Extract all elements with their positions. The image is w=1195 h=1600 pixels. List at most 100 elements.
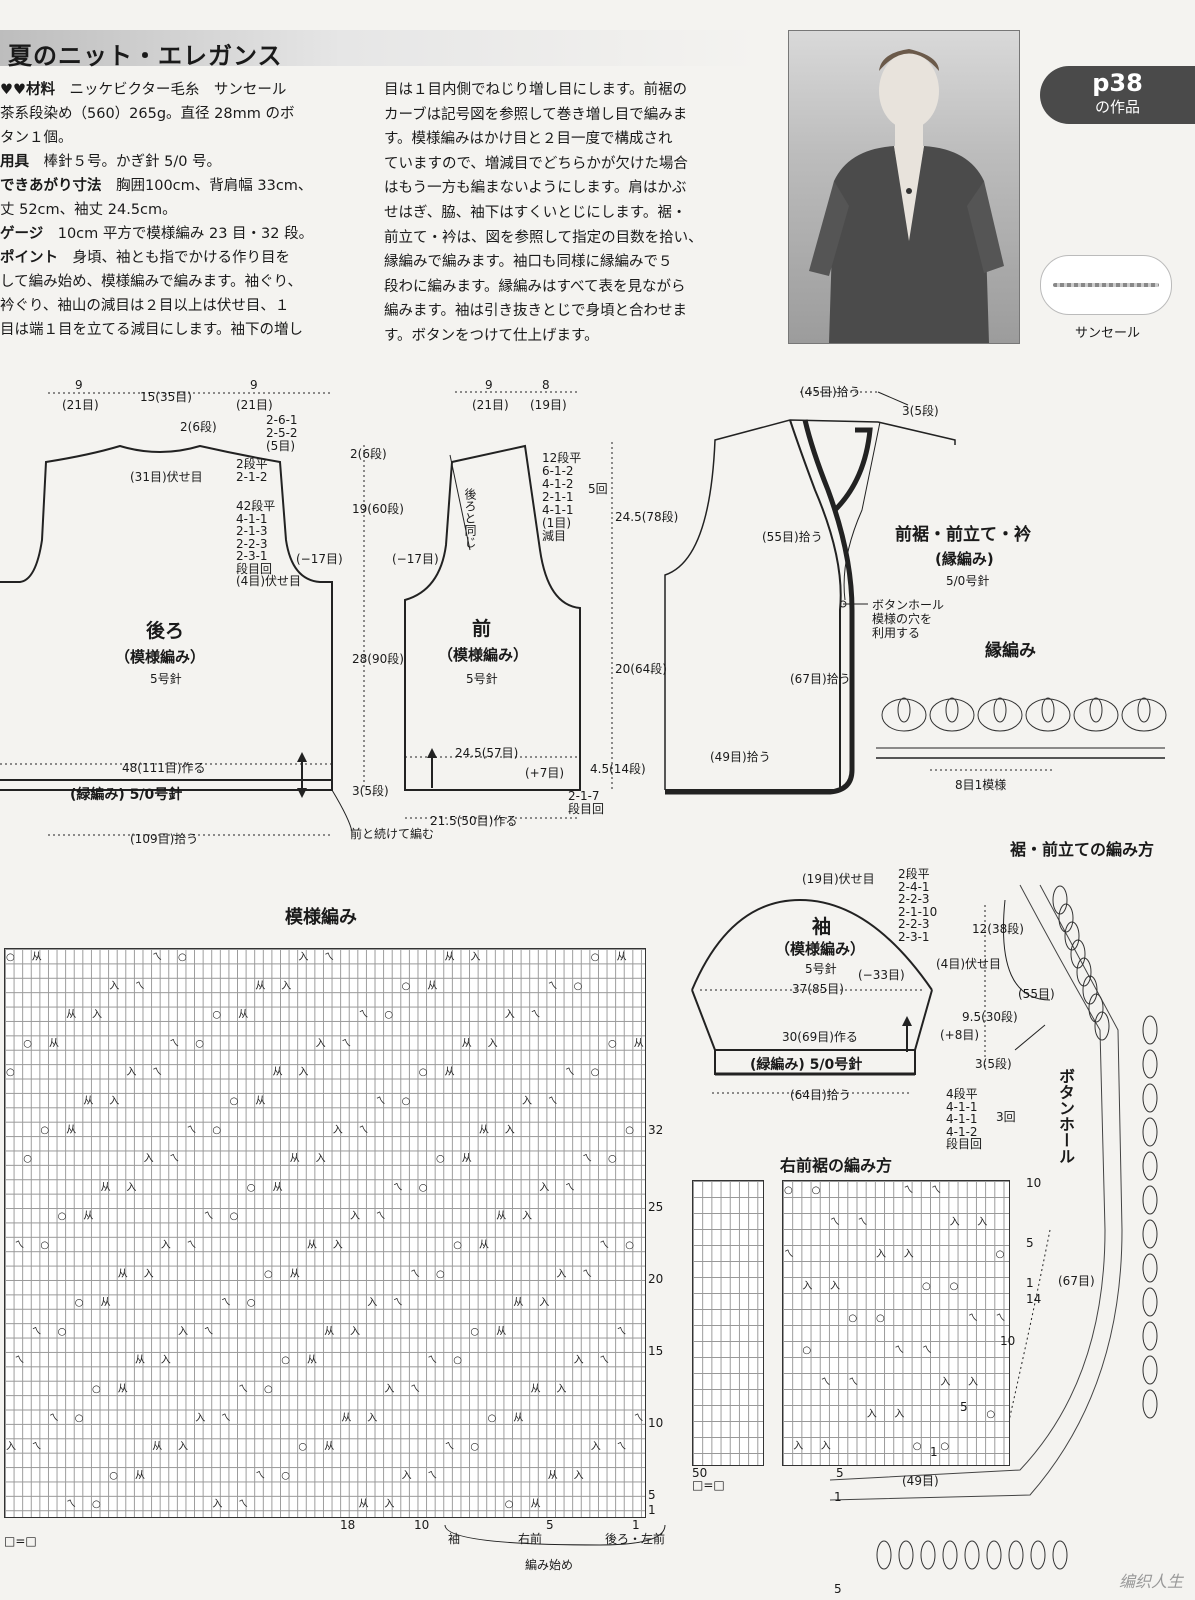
band-leaf: [1076, 957, 1092, 987]
page-number-sub: の作品: [1094, 98, 1140, 116]
band-leaf: [1052, 1540, 1068, 1570]
instruction-line: カーブは記号図を参照して巻き増し目で編みま: [384, 106, 688, 123]
pattern-symbol: 从: [513, 1413, 523, 1424]
pattern-symbol: 入: [522, 1096, 532, 1107]
pattern-symbol: ○: [281, 1470, 290, 1481]
instruction-line: す。ボタンをつけて仕上げます。: [384, 327, 599, 344]
pattern-symbols: ○从ㄟ○入ㄟ从入○从入ㄟ从入○从ㄟ○从入○从ㄟ○入ㄟ○从ㄟ○入ㄟ从入○从○入ㄟ从…: [6, 952, 644, 1510]
pattern-col-1: 1: [632, 1518, 640, 1532]
instruction-line: ていますので、増減目でどちらかが欠けた場合: [384, 155, 688, 172]
back-top-dim-1: 9: [75, 378, 83, 392]
sleeve-edge: (緑編み) 5/0号針: [750, 1057, 863, 1073]
pattern-symbol: 从: [238, 1010, 248, 1021]
sleeve-v1: 12(38段): [972, 922, 1024, 936]
pattern-symbol: ㄟ: [410, 1269, 420, 1280]
pattern-symbol: ㄟ: [599, 1355, 609, 1366]
edging-loop: [977, 698, 1023, 732]
pattern-symbol: 从: [32, 952, 42, 963]
pattern-symbol: ○: [195, 1038, 204, 1049]
pattern-symbol: ○: [625, 1125, 634, 1136]
pattern-symbol: 从: [152, 1442, 162, 1453]
pattern-symbol: 从: [324, 1326, 334, 1337]
pattern-symbol: 从: [273, 1067, 283, 1078]
band-leaf: [942, 1540, 958, 1570]
rightfront-symbol: ○: [784, 1185, 793, 1196]
instruction-line: 目は１目内側でねじり増し目にします。前裾の: [384, 82, 688, 98]
pattern-symbol: 从: [462, 1154, 472, 1165]
materials-key: 用具: [0, 154, 29, 170]
band-buttonhole: ボタンホール: [1056, 1068, 1075, 1164]
pattern-symbol: 入: [109, 981, 119, 992]
pattern-symbol: ○: [488, 1413, 497, 1424]
pattern-symbol: 从: [118, 1269, 128, 1280]
pattern-symbol: 从: [49, 1038, 59, 1049]
rf-mark-1: 1: [1026, 1276, 1034, 1290]
pattern-symbol: ○: [40, 1240, 49, 1251]
pattern-symbol: ○: [625, 1240, 634, 1251]
band-leaf: [876, 1540, 892, 1570]
materials-line: ゲージ 10cm 平方で模様編み 23 目・32 段。: [0, 222, 378, 246]
pattern-symbol: ㄟ: [582, 1154, 592, 1165]
front-title: 前: [472, 618, 492, 640]
pattern-symbol: 入: [161, 1240, 171, 1251]
sleeve-rep: 3回: [996, 1110, 1016, 1124]
pattern-symbol: ○: [453, 1240, 462, 1251]
pattern-symbol: 入: [470, 952, 480, 963]
pattern-symbol: 从: [531, 1499, 541, 1510]
pattern-symbol: 从: [531, 1384, 541, 1395]
back-edge: (緑編み) 5/0号針: [70, 787, 183, 803]
band-leaf: [1142, 1151, 1158, 1181]
edging-loop: [1025, 698, 1071, 732]
pattern-symbol: ㄟ: [221, 1298, 231, 1309]
pattern-symbol: 从: [496, 1211, 506, 1222]
front-same: 後ろと同じ: [463, 488, 477, 548]
pattern-row-32: 32: [648, 1123, 664, 1137]
instruction-line: せはぎ、脇、袖下はすくいとじにします。裾・: [384, 204, 687, 221]
front-needle: 5号針: [466, 672, 498, 686]
pattern-symbol: ○: [402, 1096, 411, 1107]
pattern-row-15: 15: [648, 1344, 664, 1358]
pattern-symbol: 从: [255, 1096, 265, 1107]
rightfront-symbol: 入: [793, 1441, 803, 1452]
rf-mark-10b: 10: [1000, 1334, 1016, 1348]
edging-loop: [1121, 698, 1167, 732]
pattern-symbol: ㄟ: [238, 1499, 248, 1510]
pattern-symbol: 入: [281, 981, 291, 992]
pattern-symbol: ㄟ: [617, 1442, 627, 1453]
instructions-text: 目は１目内側でねじり増し目にします。前裾のカーブは記号図を参照して巻き増し目で編…: [384, 78, 762, 349]
pattern-chart: ○从ㄟ○入ㄟ从入○从入ㄟ从入○从ㄟ○从入○从ㄟ○入ㄟ○从ㄟ○入ㄟ从入○从○入ㄟ从…: [4, 948, 646, 1518]
band-leaf: [986, 1540, 1002, 1570]
materials-line: できあがり寸法 胸囲100cm、背肩幅 33cm、: [0, 174, 378, 198]
materials-line: 衿ぐり、袖山の減目は２目以上は伏せ目、１: [0, 294, 378, 318]
edging-loop: [929, 698, 975, 732]
band-leaf: [1030, 1540, 1046, 1570]
pattern-symbol: ㄟ: [531, 1010, 541, 1021]
back-top-dim-3: 9: [250, 378, 258, 392]
pattern-symbol: ㄟ: [221, 1413, 231, 1424]
collar-title: 前裾・前立て・衿: [895, 525, 1031, 545]
pattern-symbol: ○: [264, 1384, 273, 1395]
back-v4: 3(5段): [352, 784, 389, 798]
sleeve-inc: (+8目): [940, 1028, 980, 1042]
materials-value: 茶系段染め（560）265g。直径 28mm のボ: [0, 106, 295, 122]
front-side: (−17目): [392, 552, 439, 566]
materials-key: できあがり寸法: [0, 178, 102, 194]
rightfront-symbol: ㄟ: [830, 1217, 840, 1228]
pattern-symbol: ○: [92, 1499, 101, 1510]
pattern-symbol: 入: [505, 1010, 515, 1021]
pattern-symbol: ○: [298, 1442, 307, 1453]
pattern-symbol: ㄟ: [548, 1096, 558, 1107]
band-p3: (49目): [902, 1474, 939, 1488]
pattern-symbol: 从: [548, 1470, 558, 1481]
pattern-symbol: 入: [298, 1067, 308, 1078]
front-cast: 21.5(50目)作る: [430, 814, 518, 828]
pattern-symbol: ○: [384, 1010, 393, 1021]
pattern-symbol: 从: [479, 1125, 489, 1136]
sleeve-bind: (4目)伏せ目: [936, 957, 1001, 971]
pattern-symbol: 入: [6, 1442, 16, 1453]
pattern-symbol: ○: [591, 1067, 600, 1078]
materials-line: 用具 棒針５号。かぎ針 5/0 号。: [0, 150, 378, 174]
pattern-symbol: ㄟ: [255, 1470, 265, 1481]
